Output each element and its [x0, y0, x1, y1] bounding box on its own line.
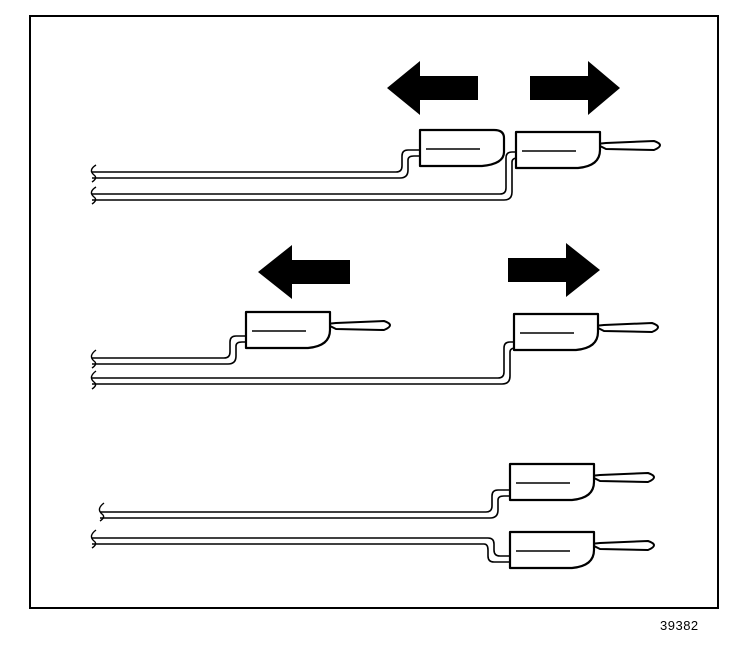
test-lead-wire-upper: [92, 149, 422, 173]
probe-connector: [508, 462, 656, 502]
probe-connector: [508, 530, 656, 570]
test-lead-wire-lower: [92, 537, 512, 557]
test-lead-wire-upper: [100, 495, 512, 519]
probe-connector: [512, 312, 660, 352]
figure-number: 39382: [660, 618, 699, 633]
test-lead-wire-upper: [100, 489, 512, 513]
joined-leads-group: [90, 61, 662, 205]
arrow-right-icon: [508, 243, 600, 297]
test-lead-wire-upper: [92, 341, 248, 365]
separating-leads-group: [90, 243, 660, 390]
test-lead-wire-upper: [92, 155, 422, 179]
test-lead-wire-lower: [92, 341, 516, 379]
banana-plug-connector: [418, 128, 506, 168]
probe-connector: [244, 310, 392, 350]
test-lead-wire-lower: [92, 347, 517, 385]
test-lead-wire-lower: [92, 151, 520, 195]
separated-leads-group: [90, 462, 656, 570]
test-lead-wire-lower: [92, 543, 512, 563]
arrow-left-icon: [258, 245, 350, 299]
probe-connector: [514, 130, 662, 170]
test-lead-wire-upper: [92, 335, 248, 359]
arrow-left-icon: [387, 61, 478, 115]
diagram-frame: [29, 15, 719, 609]
arrow-right-icon: [530, 61, 620, 115]
